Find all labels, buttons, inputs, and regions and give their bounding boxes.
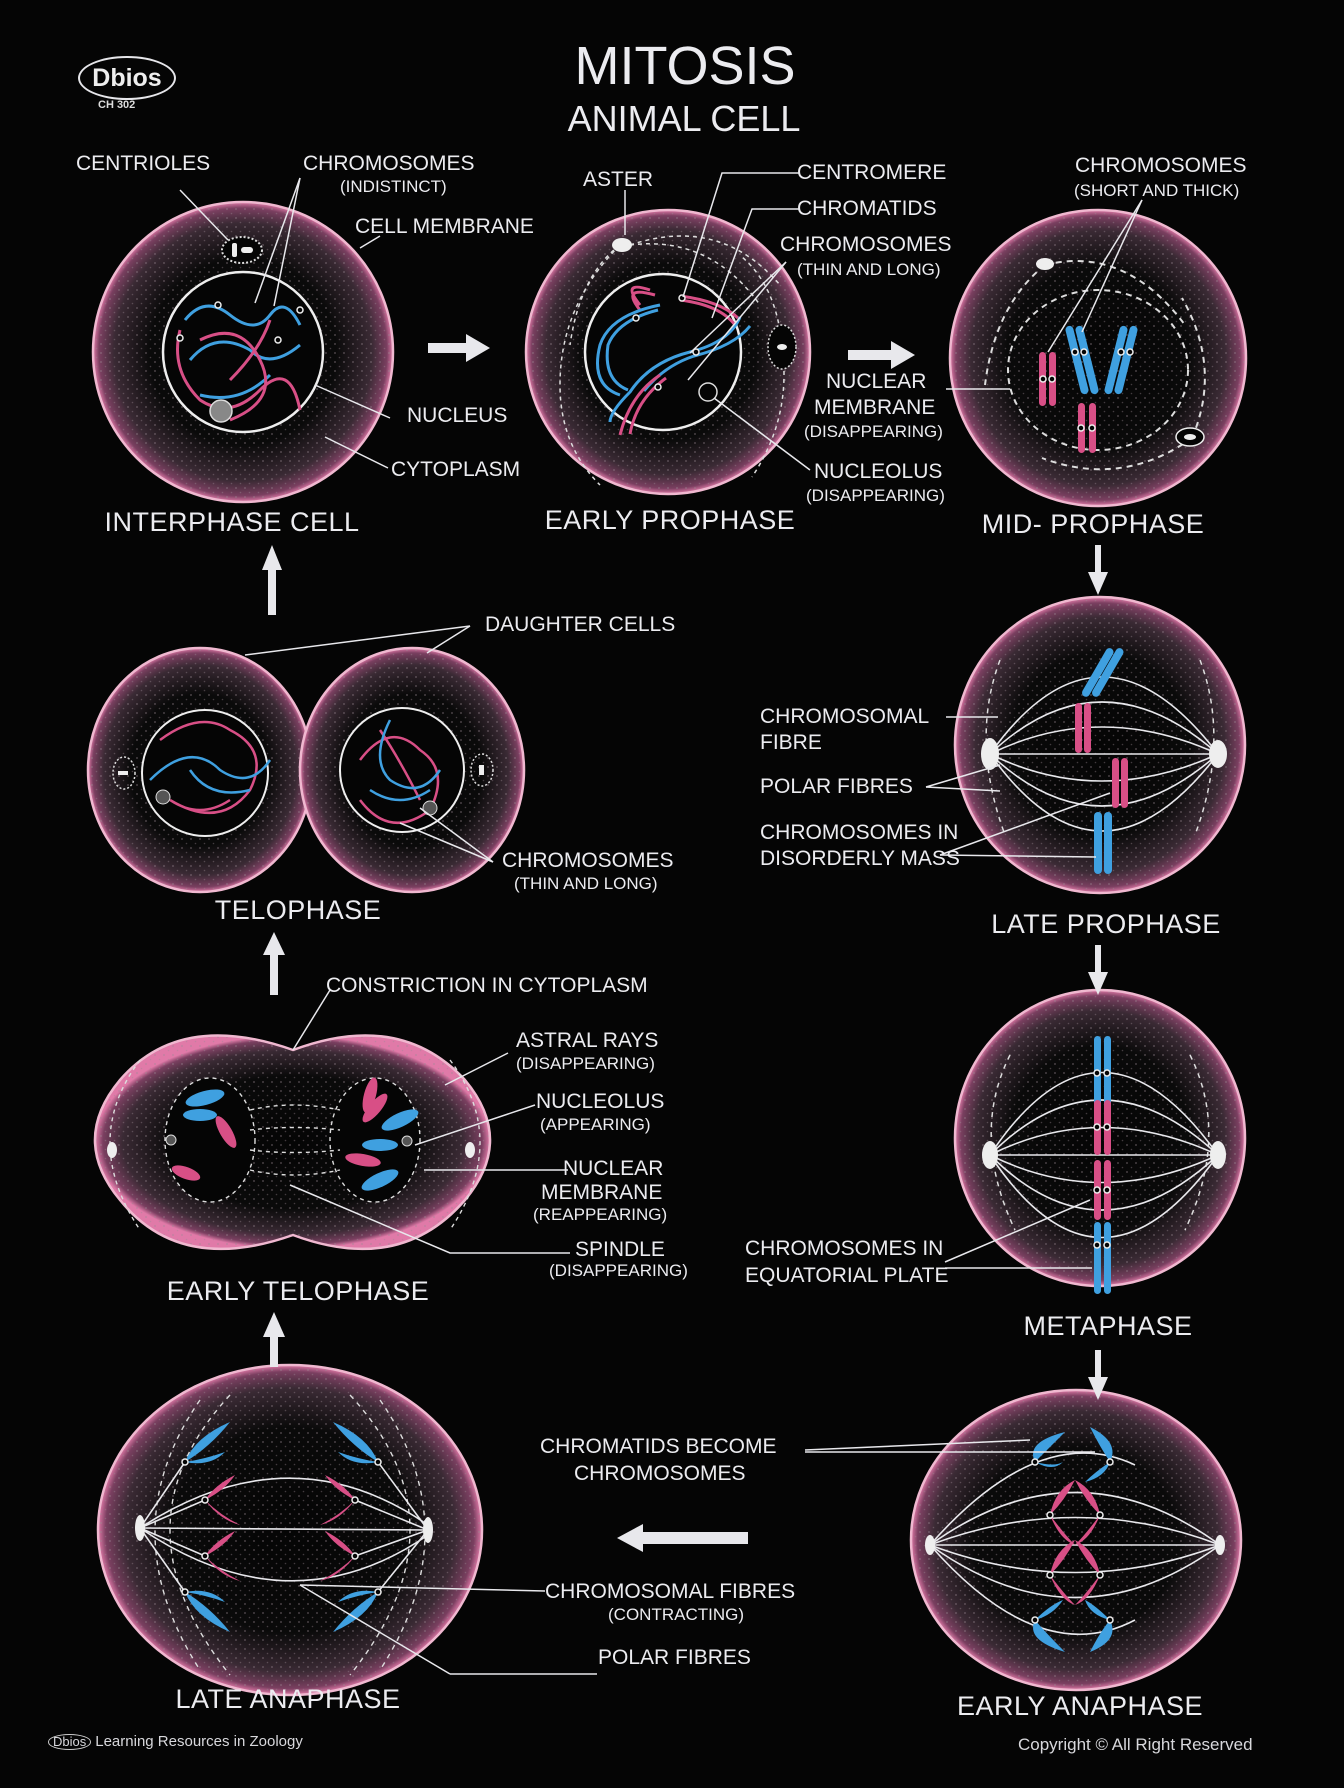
label-centromere: CENTROMERE: [797, 161, 947, 184]
label-spindle: SPINDLE: [575, 1238, 665, 1261]
centriole-icon: [221, 236, 263, 264]
label-daughter-cells: DAUGHTER CELLS: [485, 613, 676, 636]
label-chromosomes-telophase: CHROMOSOMES: [502, 849, 674, 872]
label-astral-rays-sub: (DISAPPEARING): [516, 1054, 655, 1073]
stage-title-mid-prophase: MID- PROPHASE: [981, 509, 1205, 539]
flow-arrows: [262, 334, 1108, 1552]
label-centrioles: CENTRIOLES: [76, 152, 211, 175]
label-astral-rays: ASTRAL RAYS: [516, 1029, 659, 1052]
stage-title-interphase: INTERPHASE CELL: [104, 507, 360, 537]
label-membrane-reappearing-sub: (REAPPEARING): [533, 1205, 668, 1224]
label-nucleolus: NUCLEOLUS: [814, 460, 943, 483]
label-chromosomal-fibres: CHROMOSOMAL FIBRES: [545, 1580, 796, 1603]
label-membrane: MEMBRANE: [814, 396, 936, 419]
arrow-left-icon: [617, 1524, 748, 1552]
label-nucleolus-sub: (DISAPPEARING): [806, 486, 945, 505]
label-chromosomal-fibre-2: FIBRE: [760, 731, 822, 754]
label-equatorial-plate: CHROMOSOMES IN: [745, 1237, 944, 1260]
page-title: MITOSIS: [574, 36, 796, 96]
label-disorderly-mass: CHROMOSOMES IN: [760, 821, 959, 844]
stage-title-telophase: TELOPHASE: [214, 895, 382, 925]
early-prophase-cell: [524, 172, 812, 496]
label-chromosomal-fibre: CHROMOSOMAL: [760, 705, 930, 728]
label-chromosomes-short: CHROMOSOMES: [1075, 154, 1247, 177]
copyright: Copyright © All Right Reserved: [1018, 1735, 1253, 1754]
label-aster: ASTER: [583, 168, 654, 191]
label-nuclear-reappearing: NUCLEAR: [563, 1157, 664, 1180]
page-subtitle: ANIMAL CELL: [567, 98, 801, 139]
telophase-cells: [86, 625, 526, 894]
stage-title-late-prophase: LATE PROPHASE: [991, 909, 1221, 939]
arrow-right-icon: [848, 341, 915, 369]
label-nucleus: NUCLEUS: [407, 404, 508, 427]
arrow-up-icon: [263, 932, 285, 995]
footer-logo: Dbios: [48, 1734, 92, 1750]
label-nucleolus-appearing: NUCLEOLUS: [536, 1090, 665, 1113]
label-cell-membrane: CELL MEMBRANE: [355, 215, 534, 238]
label-polar-fibres: POLAR FIBRES: [760, 775, 913, 798]
brand-name: Dbios: [92, 63, 162, 92]
label-chromatids: CHROMATIDS: [797, 197, 937, 220]
arrow-right-icon: [428, 334, 490, 362]
label-membrane-reappearing: MEMBRANE: [541, 1181, 663, 1204]
label-chromatids-become-2: CHROMOSOMES: [574, 1462, 746, 1485]
late-anaphase-cell: [96, 1363, 597, 1697]
label-chromosomes-telophase-sub: (THIN AND LONG): [514, 874, 658, 893]
arrow-up-icon: [263, 1312, 285, 1367]
early-telophase-cell: [93, 989, 570, 1254]
label-chromatids-become: CHROMATIDS BECOME: [540, 1435, 777, 1458]
arrow-down-icon: [1088, 545, 1108, 595]
stage-title-early-prophase: EARLY PROPHASE: [544, 505, 796, 535]
label-equatorial-plate-2: EQUATORIAL PLATE: [745, 1264, 949, 1287]
label-cytoplasm: CYTOPLASM: [391, 458, 521, 481]
label-chromosomal-fibres-sub: (CONTRACTING): [608, 1605, 744, 1624]
late-prophase-cell: [925, 595, 1247, 895]
stage-title-late-anaphase: LATE ANAPHASE: [175, 1684, 401, 1714]
label-nucleolus-appearing-sub: (APPEARING): [540, 1115, 651, 1134]
label-chromosomes: CHROMOSOMES: [303, 152, 475, 175]
footer-tagline: Learning Resources in Zoology: [95, 1733, 303, 1750]
arrow-up-icon: [262, 545, 282, 615]
label-chromosomes-thin: CHROMOSOMES: [780, 233, 952, 256]
label-disorderly-mass-2: DISORDERLY MASS: [760, 847, 960, 870]
label-membrane-sub: (DISAPPEARING): [804, 422, 943, 441]
stage-title-early-anaphase: EARLY ANAPHASE: [956, 1691, 1204, 1721]
label-chromosomes-short-sub: (SHORT AND THICK): [1074, 181, 1240, 200]
arrow-down-icon: [1088, 1350, 1108, 1400]
label-chromosomes-thin-sub: (THIN AND LONG): [797, 260, 941, 279]
metaphase-cell: [944, 988, 1247, 1294]
arrow-down-icon: [1088, 945, 1108, 995]
label-chromosomes-sub: (INDISTINCT): [340, 177, 447, 196]
label-constriction: CONSTRICTION IN CYTOPLASM: [326, 974, 648, 997]
brand-logo: Dbios: [78, 56, 176, 100]
interphase-cell: [91, 177, 395, 504]
label-polar-fibres-anaphase: POLAR FIBRES: [598, 1646, 751, 1669]
stage-title-metaphase: METAPHASE: [1023, 1311, 1193, 1341]
label-spindle-sub: (DISAPPEARING): [549, 1261, 688, 1280]
stage-title-early-telophase: EARLY TELOPHASE: [166, 1276, 430, 1306]
early-anaphase-cell: [804, 1388, 1243, 1692]
mid-prophase-cell: [946, 199, 1248, 508]
label-nuclear: NUCLEAR: [826, 370, 927, 393]
chart-code: CH 302: [98, 99, 136, 111]
